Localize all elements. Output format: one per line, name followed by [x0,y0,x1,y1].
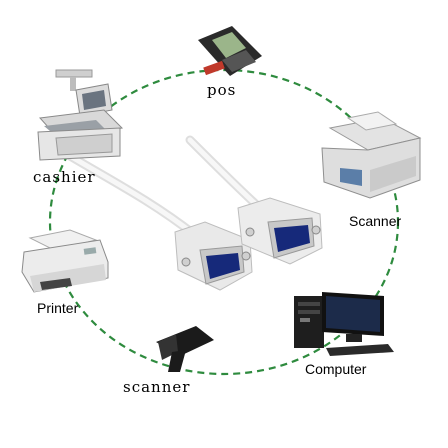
pos-terminal-icon [198,26,262,76]
label-scanner-flatbed: Scanner [349,213,401,229]
connection-ring [48,68,400,376]
db9-connector-right [237,197,323,265]
db9-connector-left [174,221,253,291]
label-scanner-handheld: scanner [123,378,190,396]
barcode-scanner-icon [156,326,214,372]
label-computer: Computer [305,361,367,377]
label-printer: Printer [37,300,79,316]
label-pos: pos [207,81,236,99]
desktop-computer-icon [294,292,394,356]
laser-printer-icon [21,229,109,293]
cash-register-icon [37,69,124,161]
flatbed-scanner-icon [321,111,422,199]
label-cashier: cashier [33,168,96,186]
